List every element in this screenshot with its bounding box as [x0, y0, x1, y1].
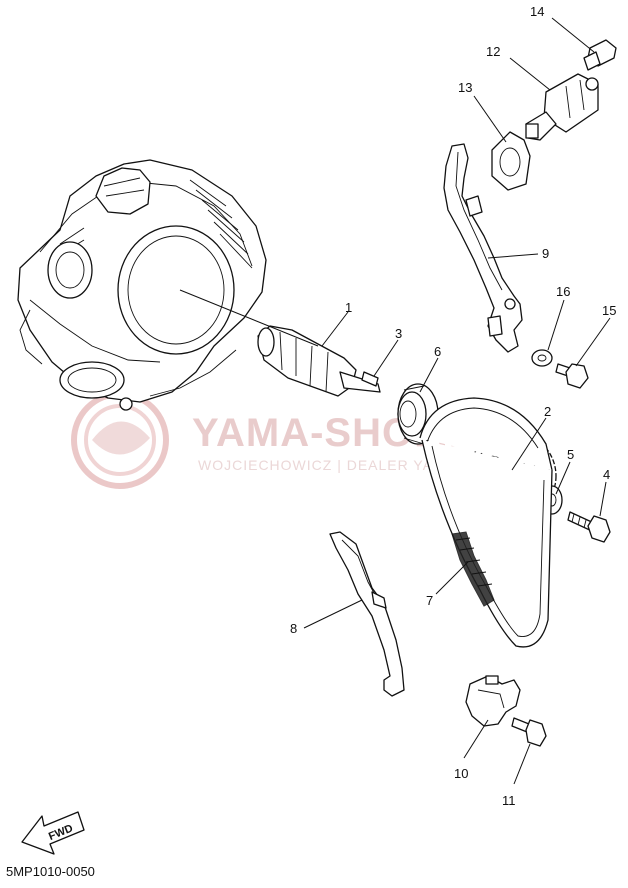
tensioner-guide-bolt: [555, 363, 589, 389]
chain-tensioner: [525, 73, 599, 141]
callout-12: 12: [486, 44, 500, 59]
callout-2: 2: [544, 404, 551, 419]
leader-lines: [179, 17, 611, 785]
callout-numbers: 1 2 3 4 5 6 7 8 9 10 11 12 13 14 15 16: [290, 4, 616, 808]
callout-13: 13: [458, 80, 472, 95]
tensioner-gasket: [491, 131, 531, 191]
watermark-logo-icon: [71, 391, 169, 489]
callout-9: 9: [542, 246, 549, 261]
callout-14: 14: [530, 4, 544, 19]
callout-5: 5: [567, 447, 574, 462]
callout-16: 16: [556, 284, 570, 299]
callout-3: 3: [395, 326, 402, 341]
cylinder-head: [17, 159, 267, 411]
callout-1: 1: [345, 300, 352, 315]
callout-11: 11: [502, 793, 516, 808]
camshaft: [257, 325, 381, 397]
callout-8: 8: [290, 621, 297, 636]
tensioner-guide: [443, 143, 523, 353]
callout-4: 4: [603, 467, 610, 482]
callout-10: 10: [454, 766, 468, 781]
chain-guide: [329, 531, 405, 697]
stopper-bolt: [511, 717, 547, 747]
guide-stopper: [465, 675, 521, 727]
tensioner-guide-washer: [531, 349, 553, 367]
fwd-arrow: FWD: [21, 811, 85, 855]
sprocket-bolt: [567, 511, 611, 543]
watermark-subtitle: WOJCIECHOWICZ | DEALER YAMAHA: [198, 457, 477, 473]
drawing-code: 5MP1010-0050: [6, 864, 95, 879]
cam-chain: [419, 397, 553, 648]
callout-6: 6: [434, 344, 441, 359]
callout-15: 15: [602, 303, 616, 318]
pin: [361, 371, 379, 387]
callout-7: 7: [426, 593, 433, 608]
tensioner-cap-bolt: [583, 39, 617, 71]
